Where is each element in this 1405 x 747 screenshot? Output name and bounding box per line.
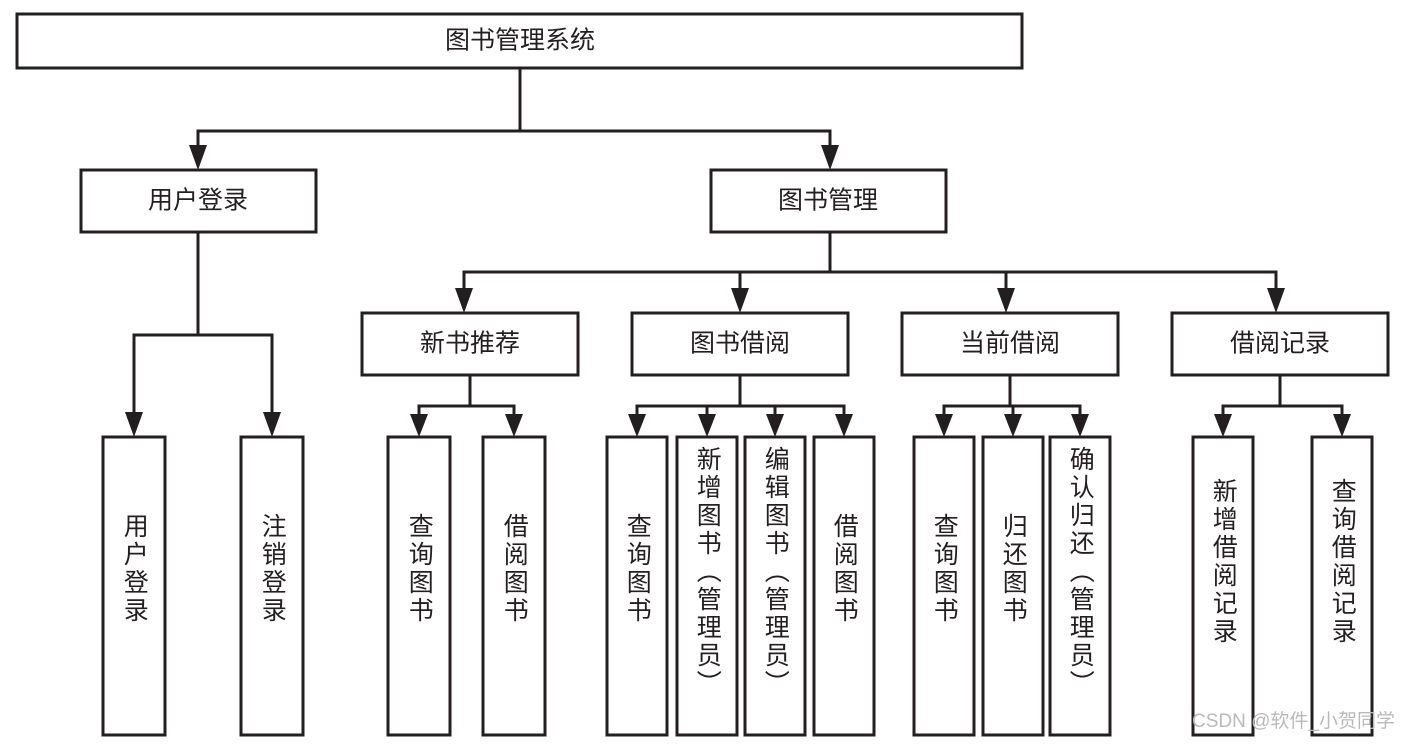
leaf-box-query-book-2[interactable] [605, 435, 669, 737]
leaf-box-logout[interactable] [239, 435, 305, 737]
edge-userlogin-to-leaves [125, 230, 281, 437]
arrow-head-icon [263, 412, 281, 437]
node-book-management-label: 图书管理 [778, 187, 878, 215]
node-book-management[interactable]: 图书管理 [709, 168, 948, 234]
arrow-head-icon [455, 288, 473, 313]
leaf-box-edit-book[interactable] [743, 435, 807, 737]
edge-currentborrow-to-leaves [935, 373, 1089, 437]
node-book-management-box[interactable] [709, 168, 948, 234]
arrow-head-icon [698, 414, 716, 437]
node-book-borrow-box[interactable] [630, 311, 850, 377]
arrow-head-icon [1004, 414, 1022, 437]
edge-bookborrow-to-leaves [628, 373, 853, 437]
edge-newbook-to-leaves [410, 373, 523, 437]
leaf-boxes [101, 435, 1374, 737]
arrow-head-icon [125, 412, 143, 437]
node-current-borrow[interactable]: 当前借阅 [900, 311, 1120, 377]
arrow-head-icon [1214, 414, 1232, 437]
node-borrow-records-label: 借阅记录 [1230, 330, 1330, 358]
arrow-head-icon [189, 145, 207, 170]
arrow-head-icon [766, 414, 784, 437]
arrow-head-icon [835, 414, 853, 437]
node-user-login[interactable]: 用户登录 [79, 168, 318, 234]
node-new-book-recommend-box[interactable] [360, 311, 580, 377]
arrow-head-icon [1071, 414, 1089, 437]
csdn-watermark: CSDN @软件_小贺同学 [1192, 711, 1395, 732]
node-borrow-records-box[interactable] [1170, 311, 1390, 377]
node-user-login-box[interactable] [79, 168, 318, 234]
node-borrow-records[interactable]: 借阅记录 [1170, 311, 1390, 377]
arrow-head-icon [410, 414, 428, 437]
node-root[interactable]: 图书管理系统 [15, 12, 1024, 70]
node-current-borrow-label: 当前借阅 [960, 330, 1060, 358]
node-root-label: 图书管理系统 [445, 27, 595, 55]
edge-bookmgmt-to-level2 [455, 230, 1285, 313]
leaf-box-query-book-3[interactable] [912, 435, 976, 737]
arrow-head-icon [505, 414, 523, 437]
arrow-head-icon [821, 145, 839, 170]
arrow-head-icon [731, 288, 749, 313]
leaf-box-query-record[interactable] [1310, 435, 1374, 737]
node-current-borrow-box[interactable] [900, 311, 1120, 377]
node-book-borrow-label: 图书借阅 [690, 330, 790, 358]
arrow-head-icon [628, 414, 646, 437]
edge-root-to-level1 [189, 66, 839, 170]
arrow-head-icon [1333, 414, 1351, 437]
node-new-book-recommend-label: 新书推荐 [420, 330, 520, 358]
leaf-box-borrow-book-1[interactable] [481, 435, 547, 737]
arrow-head-icon [997, 288, 1015, 313]
leaf-box-user-login[interactable] [101, 435, 167, 737]
leaf-box-return-book[interactable] [981, 435, 1045, 737]
node-user-login-label: 用户登录 [148, 187, 248, 215]
node-book-borrow[interactable]: 图书借阅 [630, 311, 850, 377]
leaf-box-confirm-return[interactable] [1048, 435, 1112, 737]
leaf-box-add-record[interactable] [1191, 435, 1255, 737]
edge-borrowrecords-to-leaves [1214, 373, 1351, 437]
leaf-box-borrow-book-2[interactable] [812, 435, 876, 737]
arrow-head-icon [935, 414, 953, 437]
node-new-book-recommend[interactable]: 新书推荐 [360, 311, 580, 377]
leaf-box-query-book-1[interactable] [386, 435, 452, 737]
arrow-head-icon [1267, 288, 1285, 313]
node-root-box[interactable] [15, 12, 1024, 70]
leaf-box-add-book[interactable] [675, 435, 739, 737]
